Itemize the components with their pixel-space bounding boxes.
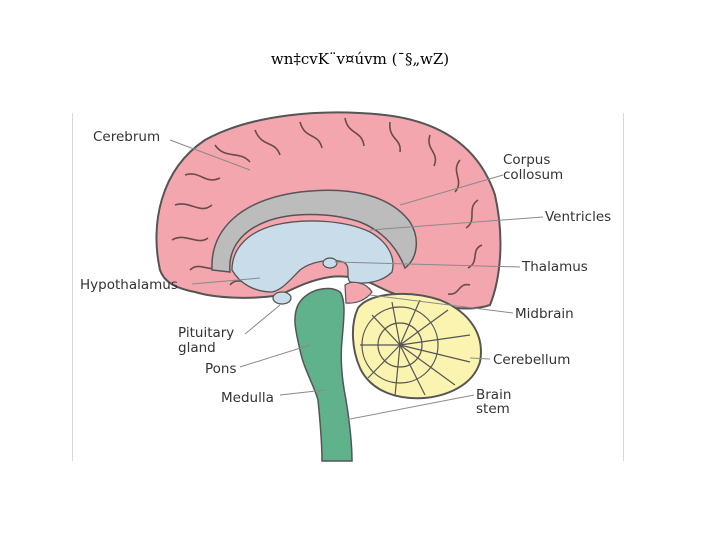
cerebellum-region (352, 292, 482, 400)
label-medulla: Medulla (221, 390, 274, 406)
label-ventricles: Ventricles (545, 209, 611, 225)
leader-lines (169, 139, 544, 421)
label-hypothalamus: Hypothalamus (80, 277, 178, 293)
brainstem-region (294, 287, 353, 462)
label-brainstem-line1: Brain (476, 387, 511, 403)
corpus-callosum-region (211, 189, 417, 273)
midbrain-region (344, 281, 373, 304)
thalamus-region (322, 257, 338, 269)
label-cerebrum: Cerebrum (93, 129, 160, 145)
label-corpus-line1: Corpus (503, 152, 550, 168)
label-pituitary-line2: gland (178, 340, 216, 356)
label-cerebellum: Cerebellum (493, 352, 570, 368)
label-brainstem-line2: stem (476, 401, 510, 417)
label-thalamus: Thalamus (521, 259, 588, 275)
pituitary-region (272, 291, 292, 305)
label-pituitary-line1: Pituitary (178, 325, 234, 341)
label-pons: Pons (205, 361, 237, 377)
label-corpus-line2: collosum (503, 167, 563, 183)
figure-border-right (623, 113, 624, 461)
figure-border-left (72, 113, 73, 461)
cerebrum-folds (171, 117, 483, 295)
label-midbrain: Midbrain (515, 306, 574, 322)
slide-title: wn‡cvK¨v¤úvm (¯§„wZ) (270, 50, 450, 68)
